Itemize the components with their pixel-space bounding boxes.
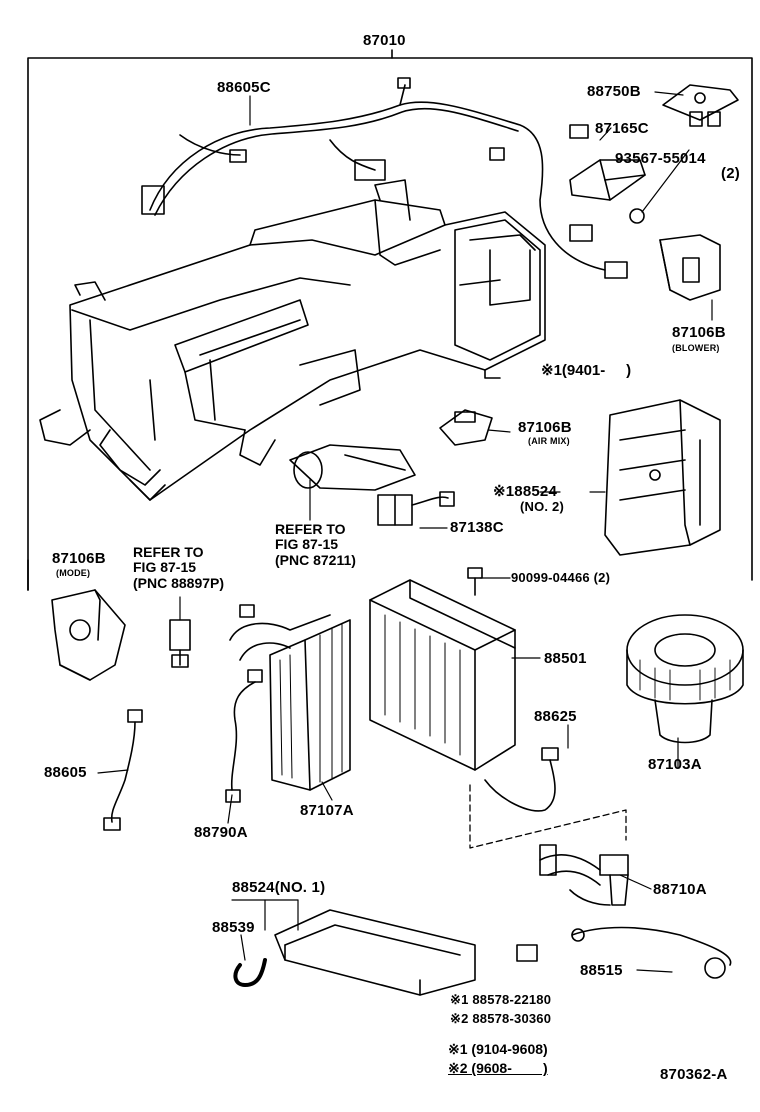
part-87165c-label: 87165C xyxy=(595,120,649,137)
part-87107a-label: 87107A xyxy=(300,802,354,819)
part-88605c-label: 88605C xyxy=(217,79,271,96)
refer-note-88897p: REFER TO FIG 87-15 (PNC 88897P) xyxy=(133,544,225,591)
part-188524-note: (NO. 2) xyxy=(520,499,565,514)
wire-88605 xyxy=(103,709,143,831)
drain-hose-88539 xyxy=(233,958,267,987)
screw-93567 xyxy=(629,208,645,224)
thermistor-88897p xyxy=(169,619,191,668)
part-87138c-label: 87138C xyxy=(450,519,504,536)
part-88578-2-label: ※2 88578-30360 xyxy=(450,1011,552,1026)
part-88605-label: 88605 xyxy=(44,764,87,781)
range-note-9401: ※1(9401- ) xyxy=(541,362,632,379)
part-90099-label: 90099-04466 (2) xyxy=(511,570,611,585)
part-93567-label: 93567-55014 xyxy=(615,150,706,167)
part-93567-qty: (2) xyxy=(721,165,740,182)
sensor-wire-88625 xyxy=(484,747,559,812)
part-87106b-blower-note: (BLOWER) xyxy=(672,343,720,353)
duct-87211 xyxy=(289,444,416,491)
part-88710a-label: 88710A xyxy=(653,881,707,898)
part-88578-1-label: ※1 88578-22180 xyxy=(450,992,552,1007)
amplifier-87165c xyxy=(569,159,646,201)
part-87106b-air-label: 87106B xyxy=(518,419,572,436)
footnote-2: ※2 (9608- ) xyxy=(448,1060,548,1076)
mode-servo-87106b xyxy=(51,589,126,681)
connector-87138c xyxy=(377,491,455,526)
part-88515-label: 88515 xyxy=(580,962,623,979)
assembly-number-label: 87010 xyxy=(363,32,406,49)
part-87106b-mode-label: 87106B xyxy=(52,550,106,567)
heater-core-87107a xyxy=(229,604,351,791)
footnote-1: ※1 (9104-9608) xyxy=(448,1041,548,1057)
servo-bracket-88750b xyxy=(662,84,739,127)
part-87103a-label: 87103A xyxy=(648,756,702,773)
assembly-frame xyxy=(27,49,753,591)
figure-id-label: 870362-A xyxy=(660,1066,728,1083)
evaporator-88501 xyxy=(369,579,516,771)
leader-lines xyxy=(97,91,713,973)
part-88750b-label: 88750B xyxy=(587,83,641,100)
blower-motor-87103a xyxy=(626,614,744,744)
dashed-link xyxy=(469,784,627,849)
heater-unit-case xyxy=(39,179,546,501)
part-87106b-air-note: (AIR MIX) xyxy=(528,436,570,446)
part-88539-label: 88539 xyxy=(212,919,255,936)
part-88524-label: 88524(NO. 1) xyxy=(232,879,326,896)
drain-tray-88524 xyxy=(274,909,476,996)
part-88790a-label: 88790A xyxy=(194,824,248,841)
part-87106b-blower-label: 87106B xyxy=(672,324,726,341)
blower-servo-87106b xyxy=(659,234,721,301)
screw-90099 xyxy=(467,567,483,596)
sensor-wire-88515 xyxy=(571,926,732,979)
air-mix-servo-87106b xyxy=(439,409,493,446)
clip-88578 xyxy=(516,944,538,962)
case-188524 xyxy=(604,399,721,556)
expansion-valve-88710a xyxy=(539,844,629,906)
part-88625-label: 88625 xyxy=(534,708,577,725)
part-87106b-mode-note: (MODE) xyxy=(56,568,91,578)
part-88501-label: 88501 xyxy=(544,650,587,667)
part-188524-label: ※188524 xyxy=(493,483,558,500)
refer-note-87211: REFER TO FIG 87-15 (PNC 87211) xyxy=(275,521,356,568)
wire-harness-88605c xyxy=(141,77,628,279)
sensor-wire-88790a xyxy=(225,669,263,803)
